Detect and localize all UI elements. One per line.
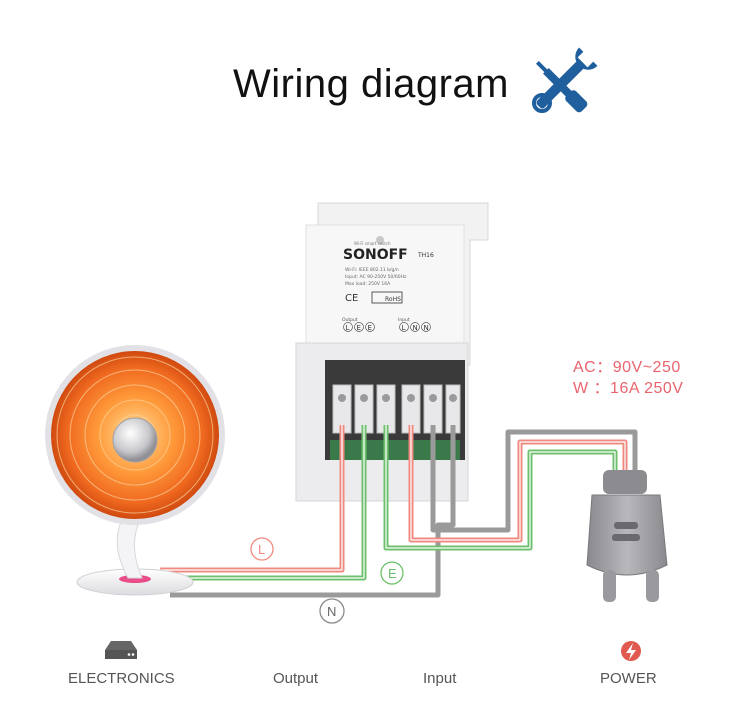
tools-icon (532, 47, 598, 113)
footer-input: Input (423, 670, 457, 687)
rohs-badge (371, 291, 403, 304)
terminal-l-in: L (402, 324, 406, 332)
input-wires (383, 425, 638, 551)
power-icon (621, 641, 641, 661)
heater-image (45, 345, 225, 596)
power-plug-image (586, 470, 668, 602)
neutral-label: N (319, 598, 345, 624)
sonoff-device: SONOFF TH16 Wi-Fi smart switch Wi-Fi: IE… (295, 202, 489, 502)
footer-electronics: ELECTRONICS (68, 670, 175, 687)
svg-text:N: N (327, 604, 336, 619)
earth-label: E (380, 561, 404, 585)
device-ce: CE (345, 293, 358, 304)
svg-text:E: E (388, 566, 397, 581)
live-label: L (250, 537, 274, 561)
device-input-label: Input (398, 317, 410, 323)
electronics-icon (105, 641, 137, 659)
terminal-e-in: E (368, 324, 372, 332)
footer-output: Output (273, 670, 319, 687)
page-title: Wiring diagram (233, 62, 509, 106)
footer-power: POWER (600, 670, 657, 687)
device-line2: Input: AC 90-250V 50/60Hz (345, 274, 407, 280)
device-line1: Wi-Fi: IEEE 802.11 b/g/n (345, 267, 399, 273)
device-line3: Max load: 250V 16A (345, 281, 391, 287)
device-brand: SONOFF (343, 247, 408, 263)
svg-text:L: L (258, 542, 265, 557)
terminal-l-out: L (346, 324, 350, 332)
terminal-n-in: N (413, 324, 418, 332)
terminal-n-out: N (424, 324, 429, 332)
device-subtitle: Wi-Fi smart switch (354, 241, 391, 246)
device-rohs: RoHS (385, 296, 401, 303)
output-wires (160, 425, 456, 598)
device-model: TH16 (417, 252, 434, 259)
spec-ac: AC：90V~250 (573, 359, 681, 376)
spec-w: W ：16A 250V (573, 380, 684, 397)
device-output-label: Output (342, 317, 358, 323)
terminal-e-out: E (357, 324, 361, 332)
